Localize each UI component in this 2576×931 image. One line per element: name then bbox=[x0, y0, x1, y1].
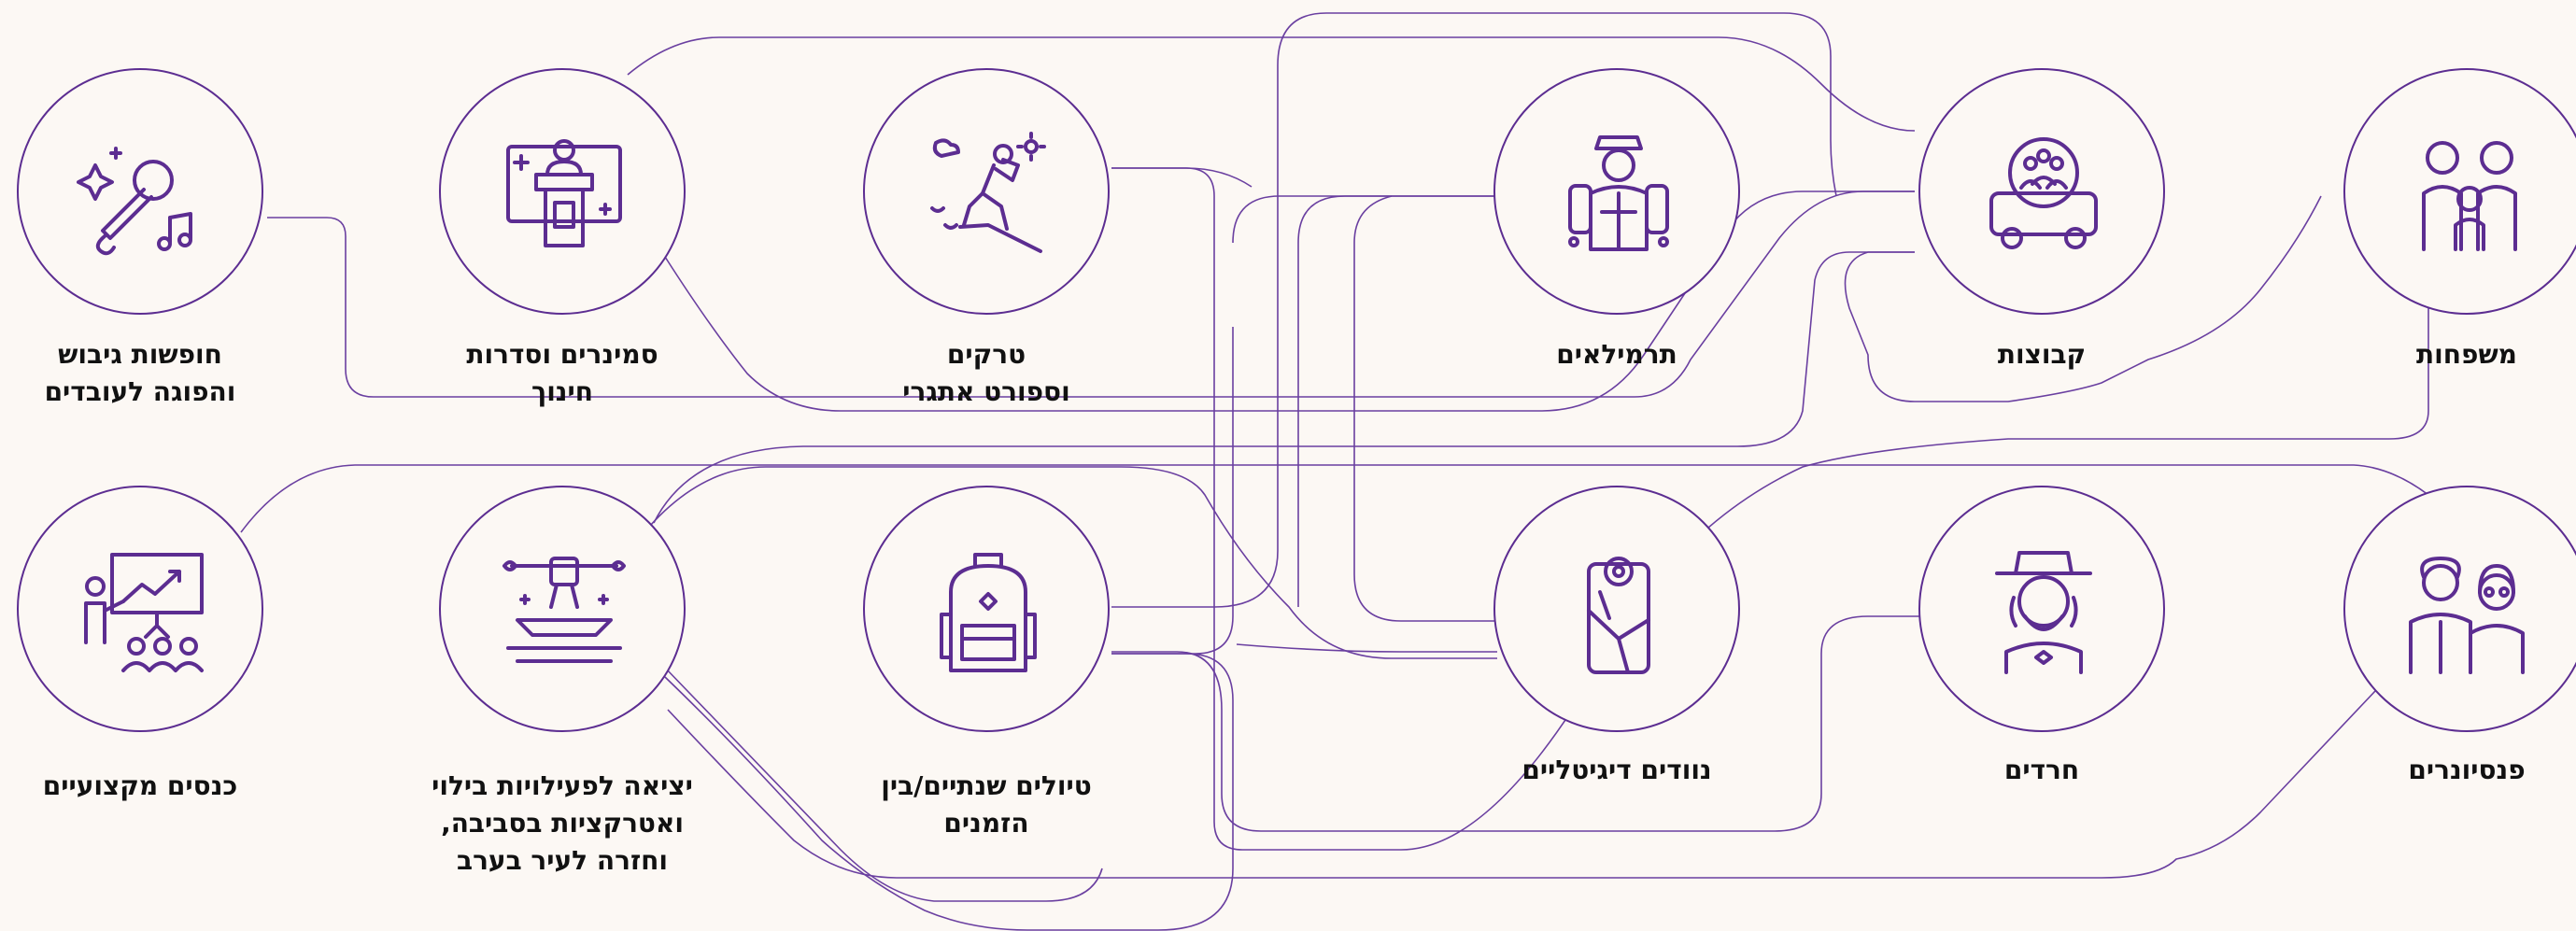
node-circle bbox=[863, 68, 1110, 315]
connector-line bbox=[240, 464, 2467, 533]
node-circle bbox=[17, 486, 263, 732]
node-label: כנסים מקצועיים bbox=[42, 770, 238, 801]
node-label: טיולים שנתיים/בין הזמנים bbox=[881, 770, 1092, 839]
node-circle bbox=[1918, 68, 2165, 315]
connector-line bbox=[1297, 195, 1499, 607]
node-circle bbox=[2343, 68, 2576, 315]
node-label: יציאה לפעילויות בילוי ואטרקציות בסביבה, … bbox=[432, 770, 693, 876]
node-circle bbox=[863, 486, 1110, 732]
hiker-climbing-icon bbox=[930, 132, 1046, 253]
connector-line bbox=[1844, 195, 2322, 402]
connector-line bbox=[664, 667, 1103, 902]
lecturer-podium-icon bbox=[506, 139, 622, 247]
connector-line bbox=[1111, 615, 1919, 832]
connector-line bbox=[267, 190, 1915, 398]
connector-line bbox=[1232, 195, 1499, 244]
node-label: טרקים וספורט אתגרי bbox=[902, 339, 1070, 407]
elderly-couple-icon bbox=[2409, 557, 2525, 674]
connector-line bbox=[664, 190, 1915, 412]
connector-line bbox=[629, 466, 1497, 659]
connector-line bbox=[1111, 158, 2482, 851]
phone-map-icon bbox=[1587, 557, 1650, 674]
node-circle bbox=[439, 486, 686, 732]
node-label: סמינרים וסדרות חינוך bbox=[466, 339, 658, 407]
node-circle bbox=[439, 68, 686, 315]
microphone-icon bbox=[77, 147, 192, 256]
kayak-activity-icon bbox=[502, 557, 626, 663]
node-circle bbox=[1493, 486, 1740, 732]
node-label: פנסיונרים bbox=[2408, 755, 2526, 785]
node-label: משפחות bbox=[2416, 339, 2517, 370]
backpack-icon bbox=[940, 553, 1037, 672]
connector-line bbox=[653, 251, 1915, 524]
connector-line bbox=[1353, 195, 1504, 622]
node-label: חופשות גיבוש והפוגה לעובדים bbox=[44, 339, 236, 407]
connector-line bbox=[1111, 327, 1234, 655]
connector-line bbox=[627, 36, 1916, 132]
presentation-board-icon bbox=[84, 553, 204, 672]
node-label: קבוצות bbox=[1997, 339, 2087, 370]
connector-line bbox=[1111, 12, 1837, 608]
family-icon bbox=[2422, 141, 2517, 251]
node-label: נוודים דיגיטליים bbox=[1522, 755, 1712, 785]
node-circle bbox=[17, 68, 263, 315]
node-circle bbox=[1918, 486, 2165, 732]
connector-line bbox=[1111, 167, 1253, 188]
group-bus-icon bbox=[1989, 137, 2098, 249]
node-circle bbox=[1493, 68, 1740, 315]
node-label: תרמילאים bbox=[1556, 339, 1677, 370]
node-label: חרדים bbox=[2003, 755, 2080, 785]
backpacker-icon bbox=[1568, 135, 1669, 251]
node-circle bbox=[2343, 486, 2576, 732]
connector-line bbox=[664, 653, 1234, 931]
connector-line bbox=[667, 690, 2376, 879]
orthodox-man-icon bbox=[1995, 551, 2092, 674]
connector-line bbox=[1236, 643, 1497, 653]
